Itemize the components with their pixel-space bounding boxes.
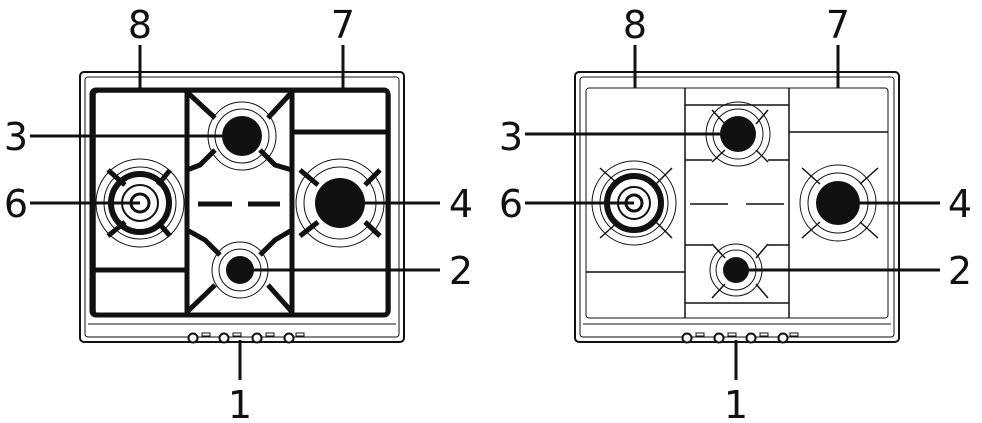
- leader-lines: [30, 45, 440, 380]
- callout-8: 8: [623, 3, 647, 47]
- callout-4: 4: [948, 182, 972, 226]
- callout-1: 1: [228, 383, 252, 423]
- control-knobs: [187, 332, 305, 344]
- callout-7: 7: [826, 3, 850, 47]
- callout-2: 2: [449, 249, 473, 293]
- callout-6: 6: [499, 182, 523, 226]
- callout-2: 2: [948, 249, 972, 293]
- leader-lines: [525, 45, 940, 380]
- callout-4: 4: [449, 182, 473, 226]
- control-knobs: [681, 332, 799, 344]
- hob-left: 8 7 3 6 4 2 1: [4, 3, 473, 423]
- callout-3: 3: [4, 115, 28, 159]
- hob-right: 8 7 3 6 4 2 1: [499, 3, 972, 423]
- callout-8: 8: [128, 3, 152, 47]
- callout-3: 3: [499, 115, 523, 159]
- callout-1: 1: [724, 383, 748, 423]
- callout-7: 7: [331, 3, 355, 47]
- callout-6: 6: [4, 182, 28, 226]
